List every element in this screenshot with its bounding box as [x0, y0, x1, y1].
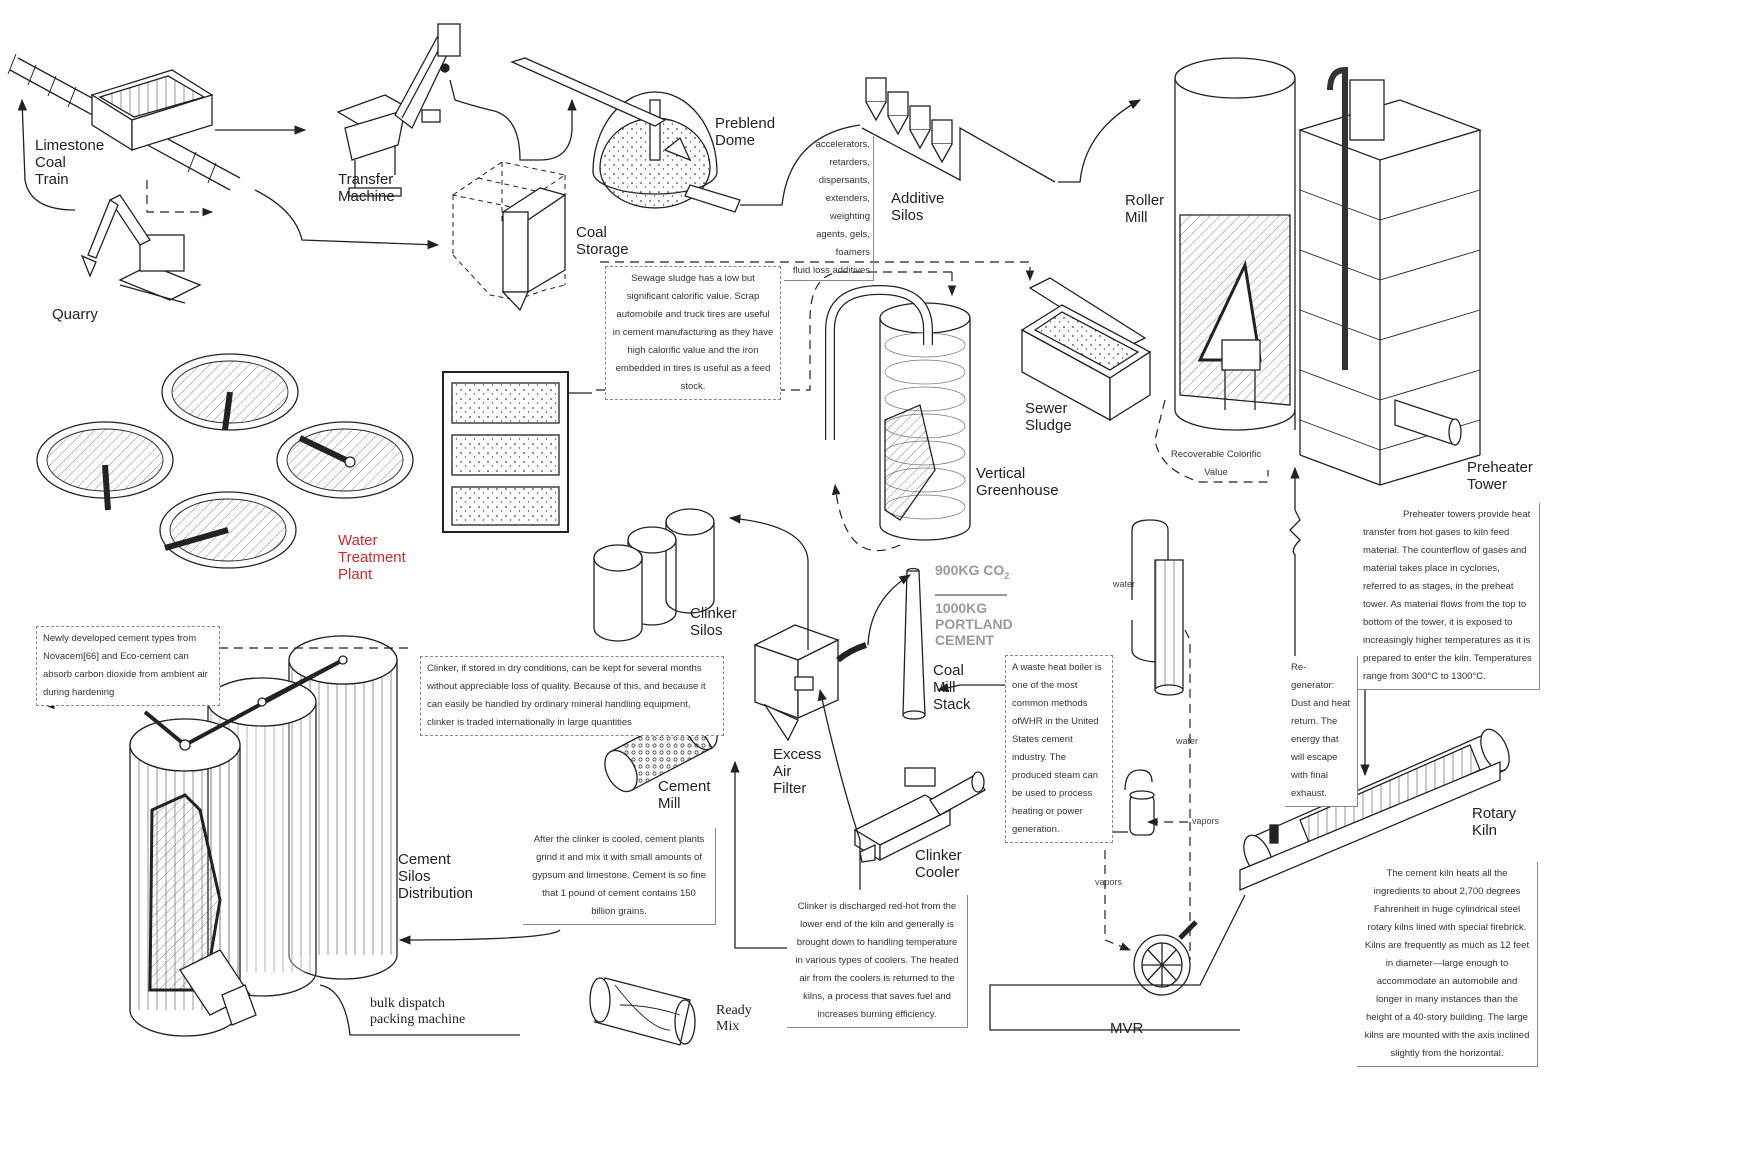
- clarifier-tank-1: [161, 353, 299, 431]
- filter-bed-icon: [442, 371, 592, 533]
- additive-silos-icon: [861, 77, 1056, 183]
- co2-ratio-label: 900KG CO2 1000KG PORTLAND CEMENT: [935, 562, 1013, 648]
- excess-air-filter-icon: [753, 624, 867, 742]
- additive-silos-label: Additive Silos: [891, 190, 945, 224]
- clinker-cooler-note: Clinker is discharged red-hot from the l…: [787, 895, 968, 1028]
- train-wagon-icon: [90, 69, 214, 152]
- excess-air-filter-label: Excess Air Filter: [773, 746, 822, 797]
- coal-mill-stack-icon: [902, 567, 926, 720]
- sewer-sludge-label: Sewer Sludge: [1025, 400, 1072, 434]
- preblend-dome-label: Preblend Dome: [715, 115, 776, 149]
- regenerator-note: Re- generator: Dust and heat return. The…: [1285, 656, 1358, 807]
- co2-line-3: PORTLAND: [935, 615, 1013, 632]
- bulk-dispatch-label: bulk dispatch packing machine: [370, 996, 466, 1027]
- sewer-sludge-icon: [1020, 277, 1152, 422]
- preheater-tower-label: Preheater Tower: [1467, 459, 1533, 493]
- coal-mill-stack-label: Coal Mill Stack: [933, 662, 971, 713]
- clinker-cooler-icon: [853, 767, 986, 863]
- additives-note: accelerators, retarders, dispersants, ex…: [784, 136, 874, 281]
- clarifier-tank-4: [159, 491, 297, 569]
- vertical-greenhouse-icon: [825, 284, 971, 541]
- cement-silos-distribution-label: Cement Silos Distribution: [398, 851, 474, 902]
- transfer-machine-label: Transfer Machine: [338, 171, 395, 205]
- quarry-label: Quarry: [52, 306, 98, 323]
- transfer-machine-icon: [336, 23, 461, 197]
- sewage-note: Sewage sludge has a low but significant …: [605, 266, 781, 400]
- roller-mill-label: Roller Mill: [1125, 192, 1165, 226]
- mvr-label: MVR: [1110, 1020, 1144, 1037]
- cement-silos-icon: [129, 635, 398, 1037]
- preheater-tower-frame: [1297, 66, 1483, 486]
- vapors-label-1: vapors: [1192, 816, 1220, 826]
- co2-subscript: 2: [1004, 570, 1010, 581]
- clinker-cooler-label: Clinker Cooler: [915, 847, 962, 881]
- ready-mix-icon: [589, 977, 696, 1046]
- recoverable-value-note: Recoverable Colorific Value: [1170, 449, 1262, 478]
- water-label-1: water: [1113, 579, 1136, 589]
- water-label-2: water: [1176, 736, 1199, 746]
- co2-line-2: 1000KG: [935, 599, 988, 616]
- kiln-note: The cement kiln heats all the ingredient…: [1357, 862, 1538, 1067]
- clarifier-tank-3: [276, 421, 414, 499]
- ready-mix-label: Ready Mix: [716, 1003, 752, 1034]
- vertical-greenhouse-label: Vertical Greenhouse: [976, 465, 1059, 499]
- rotary-kiln-label: Rotary Kiln: [1472, 805, 1517, 839]
- water-treatment-plant-label: Water Treatment Plant: [338, 532, 406, 583]
- preheater-note: Preheater towers provide heat transfer f…: [1357, 503, 1540, 690]
- preblend-dome-icon: [510, 57, 741, 213]
- cement-mill-note: After the clinker is cooled, cement plan…: [523, 828, 716, 925]
- heat-exchanger-icon: [1131, 519, 1184, 696]
- rotary-kiln-icon: [1239, 728, 1510, 891]
- novacem-note: Newly developed cement types from Novace…: [36, 626, 220, 706]
- co2-line-4: CEMENT: [935, 631, 995, 648]
- limestone-coal-train-label: Limestone Coal Train: [35, 137, 105, 188]
- clinker-silos-label: Clinker Silos: [690, 605, 737, 639]
- coal-silo-front: [501, 187, 567, 312]
- vapors-label-2: vapors: [1095, 877, 1123, 887]
- cement-mill-label: Cement Mill: [658, 778, 711, 812]
- roller-mill-drum: [1174, 57, 1296, 431]
- co2-line-1: 900KG CO: [935, 562, 1005, 578]
- waste-heat-boiler-note: A waste heat boiler is one of the most c…: [1005, 655, 1113, 843]
- excavator-icon: [80, 194, 202, 304]
- clarifier-tank-2: [36, 421, 174, 511]
- boiler-vessel-icon: [1124, 769, 1155, 836]
- clinker-storage-note: Clinker, if stored in dry conditions, ca…: [420, 656, 724, 736]
- mvr-compressor-icon: [1133, 920, 1198, 996]
- clinker-silos-icon: [593, 508, 715, 642]
- coal-storage-label: Coal Storage: [576, 224, 629, 258]
